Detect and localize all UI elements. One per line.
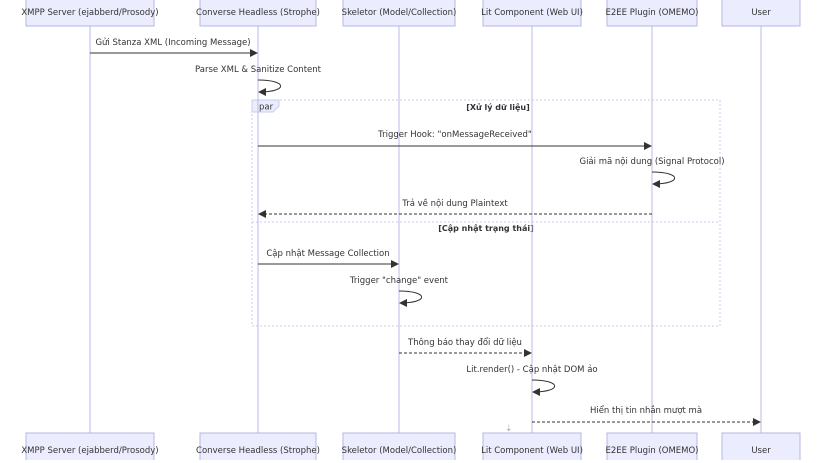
message-decrypt-label: Giải mã nội dung (Signal Protocol) [579, 156, 724, 167]
svg-text:XMPP Server (ejabberd/Prosody): XMPP Server (ejabberd/Prosody) [21, 446, 158, 456]
svg-text:E2EE Plugin (OMEMO): E2EE Plugin (OMEMO) [606, 446, 699, 456]
message-decrypt: Giải mã nội dung (Signal Protocol) [579, 156, 725, 188]
par-section-2-condition: [Cập nhật trạng thái] [438, 224, 534, 233]
message-display-message: Hiển thị tin nhắn mượt mà [532, 405, 761, 426]
svg-text:Lit Component (Web UI): Lit Component (Web UI) [481, 446, 583, 456]
svg-text:User: User [751, 8, 771, 18]
par-frame-tag-box [251, 99, 280, 113]
actor-top-user: User [721, 0, 801, 27]
message-lit-render-label: Lit.render() - Cập nhật DOM ảo [466, 364, 597, 375]
par-section-1-condition: [Xử lý dữ liệu] [466, 102, 530, 112]
actor-top-skeletor: Skeletor (Model/Collection) [342, 0, 457, 27]
message-trigger-hook-label: Trigger Hook: "onMessageReceived" [377, 130, 532, 140]
message-update-collection-label: Cập nhật Message Collection [266, 249, 389, 259]
svg-text:Skeletor (Model/Collection): Skeletor (Model/Collection) [342, 8, 457, 18]
message-send-stanza: Gửi Stanza XML (Incoming Message) [90, 37, 258, 57]
par-frame-border [251, 99, 721, 327]
message-update-collection: Cập nhật Message Collection [258, 249, 399, 268]
lifelines [89, 26, 762, 433]
svg-text:Converse Headless (Strophe): Converse Headless (Strophe) [196, 8, 320, 18]
actor-bottom-e2ee-plugin: E2EE Plugin (OMEMO) [606, 432, 699, 462]
message-lit-render: Lit.render() - Cập nhật DOM ảo [466, 364, 598, 396]
actor-top-e2ee-plugin: E2EE Plugin (OMEMO) [606, 0, 699, 27]
download-arrow-icon: ⇣ [505, 424, 513, 434]
svg-text:XMPP Server (ejabberd/Prosody): XMPP Server (ejabberd/Prosody) [21, 8, 158, 18]
message-parse-xml-label: Parse XML & Sanitize Content [195, 65, 322, 75]
messages: Gửi Stanza XML (Incoming Message) Parse … [90, 37, 761, 426]
message-change-event: Trigger "change" event [349, 276, 449, 307]
svg-text:User: User [751, 446, 771, 456]
actor-bottom-lit-component: Lit Component (Web UI) [481, 432, 583, 462]
message-parse-xml: Parse XML & Sanitize Content [195, 65, 322, 96]
message-return-plaintext: Trả về nội dung Plaintext [258, 198, 652, 218]
message-change-event-label: Trigger "change" event [349, 276, 449, 286]
message-notify-change-label: Thông báo thay đổi dữ liệu [407, 337, 522, 348]
message-display-message-label: Hiển thị tin nhắn mượt mà [590, 405, 702, 416]
actor-bottom-converse-headless: Converse Headless (Strophe) [196, 432, 320, 462]
actor-bottom-skeletor: Skeletor (Model/Collection) [342, 432, 457, 462]
par-frame-tag: par [259, 103, 274, 113]
message-trigger-hook: Trigger Hook: "onMessageReceived" [258, 130, 652, 150]
message-send-stanza-label: Gửi Stanza XML (Incoming Message) [95, 37, 250, 48]
svg-text:Lit Component (Web UI): Lit Component (Web UI) [481, 8, 583, 18]
actor-top-xmpp-server: XMPP Server (ejabberd/Prosody) [21, 0, 159, 27]
message-notify-change: Thông báo thay đổi dữ liệu [399, 337, 532, 357]
actor-bottom-xmpp-server: XMPP Server (ejabberd/Prosody) [21, 432, 159, 462]
par-frame: par [Xử lý dữ liệu] [Cập nhật trạng thái… [251, 99, 721, 327]
actor-top-converse-headless: Converse Headless (Strophe) [196, 0, 320, 27]
svg-text:Skeletor (Model/Collection): Skeletor (Model/Collection) [342, 446, 457, 456]
actor-bottom-user: User [721, 432, 801, 462]
svg-text:Converse Headless (Strophe): Converse Headless (Strophe) [196, 446, 320, 456]
actors-bottom: XMPP Server (ejabberd/Prosody) Converse … [21, 432, 801, 462]
svg-text:E2EE Plugin (OMEMO): E2EE Plugin (OMEMO) [606, 8, 699, 18]
actor-top-lit-component: Lit Component (Web UI) [481, 0, 583, 27]
message-return-plaintext-label: Trả về nội dung Plaintext [401, 198, 508, 209]
actors-top: XMPP Server (ejabberd/Prosody) Converse … [21, 0, 801, 27]
